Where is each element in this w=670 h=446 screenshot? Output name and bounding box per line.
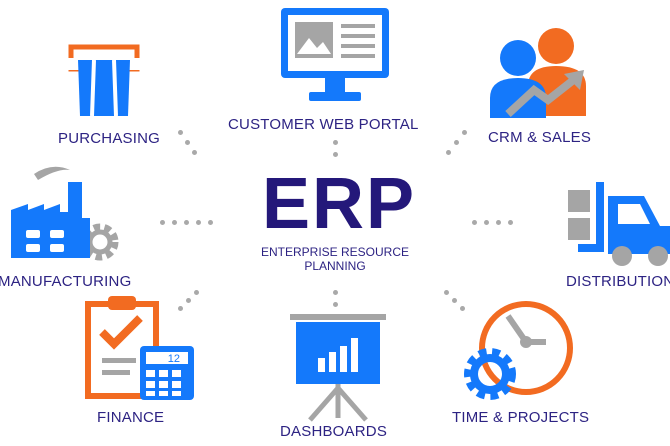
credit-card-slot-icon: [68, 44, 140, 117]
forklift-icon: [568, 182, 670, 266]
label-finance: FINANCE: [97, 409, 165, 426]
erp-title: ERP: [262, 164, 417, 244]
label-manufacturing: MANUFACTURING: [0, 273, 132, 290]
label-time-projects: TIME & PROJECTS: [452, 409, 590, 426]
clock-gear-icon: [464, 301, 573, 400]
calculator-display: 12: [168, 353, 180, 365]
presentation-board-icon: [290, 314, 386, 422]
label-distribution: DISTRIBUTION: [566, 273, 670, 290]
label-dashboards: DASHBOARDS: [280, 423, 388, 440]
clipboard-calculator-icon: 12: [85, 296, 194, 400]
monitor-icon: [281, 8, 389, 101]
label-crm-sales: CRM & SALES: [488, 129, 592, 146]
people-growth-icon: [490, 28, 586, 118]
factory-icon: [11, 166, 119, 261]
erp-subtitle: ENTERPRISE RESOURCE PLANNING: [260, 245, 410, 273]
label-customer-web-portal: CUSTOMER WEB PORTAL: [228, 116, 419, 133]
label-purchasing: PURCHASING: [58, 130, 161, 147]
